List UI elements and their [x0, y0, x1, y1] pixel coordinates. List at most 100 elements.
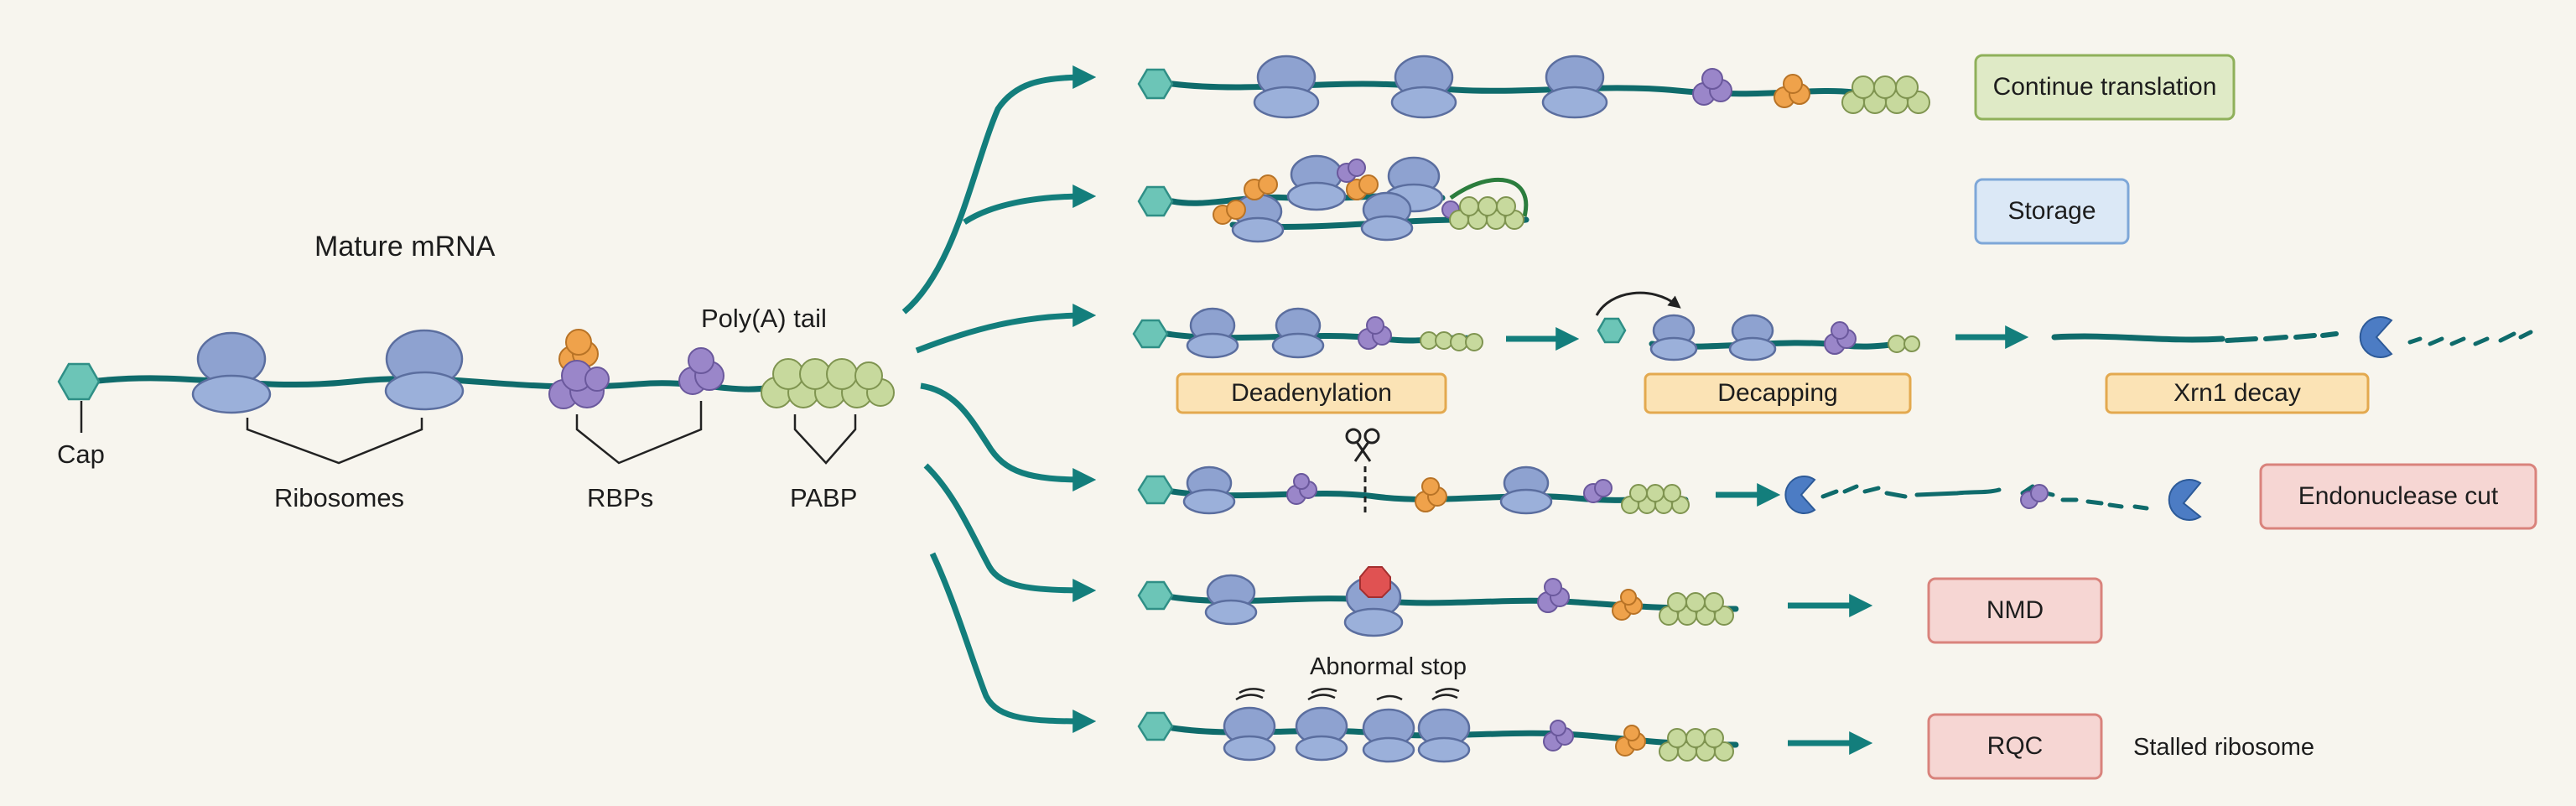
outcome-box-storage: [1974, 178, 2130, 245]
row-continue-translation: Continue translation: [1137, 54, 2236, 121]
pabp-cluster-icon: [1841, 75, 1930, 114]
cap-icon: [1137, 185, 1174, 217]
ribosome-icon: [1253, 55, 1320, 119]
row-decay-pathway: Deadenylation Decapping Xrn1 decay: [1132, 291, 2533, 414]
ribosome-icon: [1204, 574, 1258, 626]
scissors-icon: [1345, 428, 1380, 462]
branch-arrow-storage: [963, 185, 1097, 225]
ribosome-icon: [1541, 55, 1608, 119]
pabp-bracket: [793, 414, 857, 465]
rbp-orange-icon: [1774, 74, 1810, 108]
looped-strand: [1449, 177, 1529, 217]
abnormal-stop-label: Abnormal stop: [1310, 653, 1467, 680]
row-storage: Storage: [1137, 154, 2130, 245]
row-nmd: Abnormal stop NMD: [1137, 566, 2103, 680]
pabp-cluster-icon: [1888, 335, 1920, 353]
mrna-strand: [1169, 594, 1739, 612]
branch-arrow-nmd: [923, 463, 1097, 602]
ribosome-icon: [1360, 191, 1414, 242]
ribosomes-bracket: [246, 418, 423, 465]
outcome-label-rqc: RQC: [1987, 732, 2044, 760]
degraded-fragments: [2225, 331, 2339, 343]
outcome-box-endonuclease-cut: [2259, 463, 2537, 530]
rbp-orange-icon: [1346, 174, 1379, 200]
cap-icon: [1137, 475, 1174, 505]
ribosome-icon: [384, 329, 465, 411]
stalled-ribosome-label: Stalled ribosome: [2133, 734, 2314, 761]
row-rqc: RQC Stalled ribosome: [1137, 688, 2314, 780]
rbp-purple-icon: [1358, 316, 1392, 350]
rbp-orange-icon: [1244, 174, 1278, 200]
cap-icon: [1137, 580, 1174, 611]
cap-icon: [57, 362, 101, 401]
branch-arrows: [901, 65, 1097, 733]
ribosome-icon: [1286, 154, 1347, 211]
stall-motion-marks: [1235, 688, 1460, 701]
cap-icon: [1597, 317, 1627, 344]
ribosome-icon: [1295, 706, 1348, 762]
rbp-purple-icon: [1537, 578, 1570, 613]
ribosome-icon: [1362, 708, 1415, 763]
mature-mrna-title: Mature mRNA: [314, 231, 496, 263]
row-endonuclease-cut: Endonuclease cut: [1137, 428, 2537, 530]
ribosome-icon: [1417, 708, 1471, 763]
outcome-label-endonuclease-cut: Endonuclease cut: [2298, 482, 2499, 510]
step-label-xrn1-decay: Xrn1 decay: [2174, 379, 2301, 407]
exonuclease-icon: [1784, 476, 1816, 514]
degraded-fragments: [2407, 330, 2533, 346]
ribosomes-label: Ribosomes: [274, 483, 404, 512]
ribosome-icon: [1223, 706, 1276, 762]
step-label-decapping: Decapping: [1717, 379, 1837, 407]
rbps-label: RBPs: [587, 483, 653, 512]
pabp-cluster-icon: [1449, 196, 1524, 230]
ribosome-icon: [1499, 465, 1553, 515]
mrna-strand: [2051, 333, 2225, 343]
rbp-orange-icon: [1615, 725, 1646, 757]
pabp-label: PABP: [790, 483, 857, 512]
outcome-label-continue-translation: Continue translation: [1993, 73, 2217, 101]
outcome-box-continue-translation: [1974, 54, 2236, 121]
exonuclease-icon: [2168, 479, 2202, 521]
cap-label: Cap: [57, 439, 105, 469]
outcome-label-nmd: NMD: [1987, 596, 2044, 624]
ribosome-icon: [1649, 314, 1698, 361]
branch-arrow-decay: [915, 304, 1097, 354]
cap-removal-arrow: [1595, 291, 1681, 316]
rbp-purple-icon: [2020, 484, 2049, 509]
xrn1-exonuclease-icon: [2359, 316, 2393, 358]
branch-arrow-translation: [901, 65, 1097, 315]
pabp-cluster-icon: [1659, 592, 1734, 626]
outcome-label-storage: Storage: [2007, 197, 2096, 225]
rbp-purple-icon: [1286, 473, 1317, 505]
rbp-orange-icon: [1213, 200, 1246, 225]
rbp-orange-icon: [1415, 477, 1447, 512]
rbp-purple-icon: [1543, 720, 1574, 751]
rbps-bracket: [575, 401, 703, 465]
mature-mrna: Mature mRNA Cap Ribosomes RBPs: [57, 231, 895, 512]
ribosome-icon: [1182, 465, 1236, 515]
ribosome-icon: [1186, 307, 1239, 359]
step-box-xrn1-decay: [2105, 372, 2370, 414]
step-box-deadenylation: [1176, 372, 1447, 414]
pabp-cluster-icon: [1659, 728, 1734, 762]
rbp-orange-icon: [1612, 589, 1643, 621]
ribosome-icon: [191, 331, 272, 414]
cap-icon: [1137, 711, 1174, 741]
step-box-decapping: [1644, 372, 1912, 414]
rbp-purple-icon: [548, 360, 610, 409]
pabp-cluster-icon: [1621, 484, 1690, 514]
rbp-purple-icon: [1583, 479, 1613, 503]
cap-icon: [1132, 319, 1169, 349]
rbp-purple-icon: [1692, 68, 1732, 106]
branch-arrow-endonuclease: [920, 382, 1097, 491]
ribosome-icon: [1390, 55, 1457, 119]
branch-arrow-rqc: [929, 552, 1097, 733]
outcome-box-rqc: [1927, 713, 2103, 780]
rbp-purple-icon: [678, 347, 724, 395]
degraded-fragments: [1820, 484, 2149, 511]
outcome-box-nmd: [1927, 577, 2103, 644]
ribosome-icon: [1231, 193, 1285, 243]
polya-label: Poly(A) tail: [701, 304, 827, 333]
stop-signal-icon: [1359, 566, 1391, 598]
